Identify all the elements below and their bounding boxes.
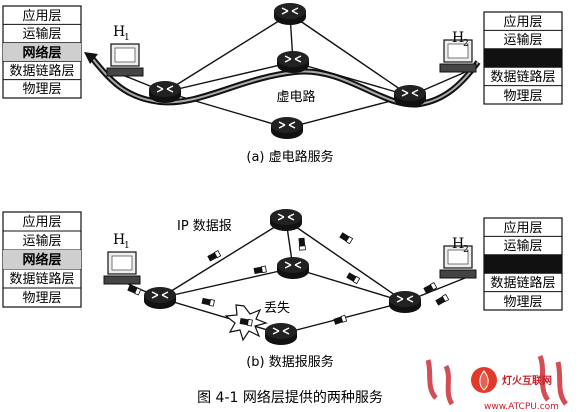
layer-network: 网络层 bbox=[22, 45, 61, 61]
network-layer-highlight bbox=[484, 255, 562, 273]
router bbox=[276, 256, 310, 280]
router bbox=[273, 2, 307, 26]
router bbox=[269, 208, 303, 232]
network-layer-highlight bbox=[484, 49, 562, 67]
host-h1-computer bbox=[106, 43, 144, 77]
vc-arrow-head bbox=[84, 52, 98, 64]
lost-burst-icon bbox=[224, 304, 268, 342]
router bbox=[270, 116, 304, 140]
host-h1-computer bbox=[103, 251, 141, 285]
panel-a-left-stack: 应用层 运输层 网络层 数据链路层 物理层 bbox=[2, 5, 82, 99]
host-h1-subscript: 1 bbox=[124, 241, 130, 251]
layer-datalink: 数据链路层 bbox=[9, 271, 74, 287]
watermark-name: 灯火互联网 bbox=[502, 374, 552, 387]
host-h1-label: H bbox=[113, 24, 125, 40]
layer-physical: 物理层 bbox=[22, 82, 61, 97]
watermark: 灯火互联网 www.ATCPU.com bbox=[425, 355, 569, 412]
host-h2-subscript: 2 bbox=[463, 245, 469, 255]
watermark-url: www.ATCPU.com bbox=[484, 402, 559, 412]
datagram-packet bbox=[332, 314, 348, 326]
router bbox=[264, 322, 298, 346]
host-h1-label: H bbox=[113, 232, 125, 248]
layer-transport: 运输层 bbox=[22, 233, 61, 249]
router bbox=[148, 80, 182, 104]
host-h2-subscript: 2 bbox=[463, 39, 469, 49]
panel-b-left-stack: 应用层 运输层 网络层 数据链路层 物理层 bbox=[2, 211, 82, 308]
layer-physical: 物理层 bbox=[503, 295, 542, 310]
panel-b-right-stack: 应用层 运输层 数据链路层 物理层 bbox=[483, 217, 563, 311]
ip-datagram-label: IP 数据报 bbox=[177, 219, 232, 234]
router bbox=[393, 84, 427, 108]
lost-label: 丢失 bbox=[264, 301, 290, 316]
layer-network: 网络层 bbox=[22, 252, 61, 268]
datagram-packet bbox=[338, 231, 354, 245]
router bbox=[276, 50, 310, 74]
panel-a-right-stack: 应用层 运输层 数据链路层 物理层 bbox=[483, 11, 563, 105]
layer-application: 应用层 bbox=[22, 214, 61, 230]
layer-physical: 物理层 bbox=[22, 291, 61, 306]
figure-caption: 图 4-1 网络层提供的两种服务 bbox=[197, 390, 383, 406]
layer-application: 应用层 bbox=[503, 220, 542, 236]
datagram-packet bbox=[434, 294, 450, 306]
layer-physical: 物理层 bbox=[503, 89, 542, 104]
layer-transport: 运输层 bbox=[503, 32, 542, 48]
datagram-packet bbox=[201, 297, 215, 307]
watermark-brush-strokes bbox=[425, 355, 569, 406]
layer-transport: 运输层 bbox=[503, 238, 542, 254]
panel-a-links bbox=[109, 13, 471, 129]
virtual-circuit-label: 虚电路 bbox=[276, 89, 315, 105]
network-layer-highlight bbox=[3, 43, 81, 61]
panel-b-caption: (b) 数据报服务 bbox=[246, 354, 334, 370]
layer-datalink: 数据链路层 bbox=[490, 275, 555, 291]
panel-a-caption: (a) 虚电路服务 bbox=[246, 149, 333, 165]
host-h2-label: H bbox=[452, 30, 464, 46]
panel-b-datagram: 应用层 运输层 网络层 数据链路层 物理层 应用层 运输层 数据链路层 物理层 bbox=[2, 208, 563, 370]
layer-transport: 运输层 bbox=[22, 26, 61, 42]
network-layer-highlight bbox=[3, 250, 81, 269]
datagram-packet bbox=[253, 265, 267, 275]
layer-datalink: 数据链路层 bbox=[490, 69, 555, 85]
datagram-packet bbox=[206, 250, 222, 262]
router bbox=[388, 290, 422, 314]
datagram-packet bbox=[298, 237, 306, 251]
panel-a-virtual-circuit: 应用层 运输层 网络层 数据链路层 物理层 应用层 运输层 数据链路层 物理层 bbox=[2, 2, 563, 165]
host-h2-label: H bbox=[452, 236, 464, 252]
layer-datalink: 数据链路层 bbox=[9, 63, 74, 79]
watermark-flame-icon bbox=[471, 367, 497, 393]
host-h1-subscript: 1 bbox=[124, 33, 130, 43]
layer-application: 应用层 bbox=[22, 8, 61, 24]
layer-application: 应用层 bbox=[503, 14, 542, 30]
datagram-packet bbox=[345, 272, 361, 284]
router bbox=[143, 286, 177, 310]
